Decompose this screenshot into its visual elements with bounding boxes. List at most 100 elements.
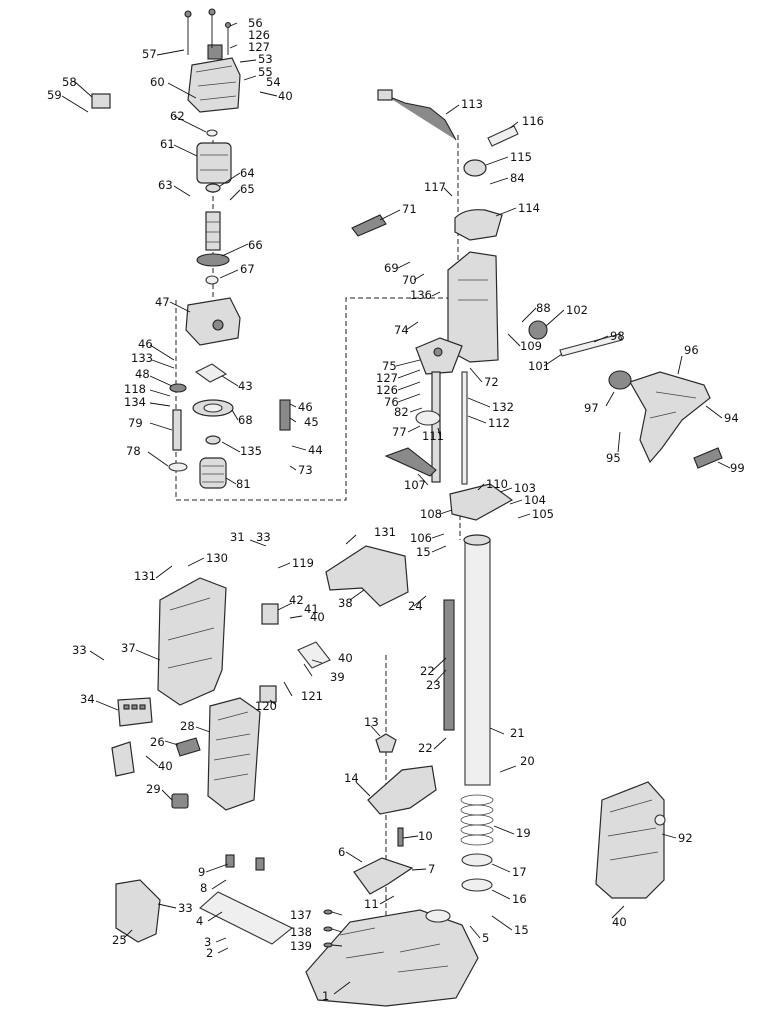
callout-116: 116 xyxy=(522,114,544,128)
callout-16: 16 xyxy=(512,892,527,906)
fork-6 xyxy=(353,857,414,895)
washer-78 xyxy=(168,462,188,472)
callout-139: 139 xyxy=(290,939,312,953)
button-26 xyxy=(175,737,201,757)
callout-130: 130 xyxy=(206,551,228,565)
callout-74: 74 xyxy=(394,323,409,337)
callout-110: 110 xyxy=(486,477,508,491)
lever-107 xyxy=(384,447,437,477)
callout-56: 56 xyxy=(248,16,263,30)
callout-82: 82 xyxy=(394,405,409,419)
callout-131-top: 131 xyxy=(374,525,396,539)
callout-106: 106 xyxy=(410,531,432,545)
callout-58: 58 xyxy=(62,75,77,89)
screws-top-56 xyxy=(184,8,232,55)
callout-107: 107 xyxy=(404,478,426,492)
callout-134: 134 xyxy=(124,395,146,409)
callout-20: 20 xyxy=(520,754,535,768)
callout-40-e: 40 xyxy=(612,915,627,929)
plate-39 xyxy=(297,641,331,669)
rod-112 xyxy=(461,371,468,485)
handle-94 xyxy=(629,371,711,464)
callout-57: 57 xyxy=(142,47,157,61)
callout-59: 59 xyxy=(47,88,62,102)
callout-5: 5 xyxy=(482,931,489,945)
side-panel-92 xyxy=(595,781,666,899)
brush-holder-120 xyxy=(259,685,277,703)
callout-112: 112 xyxy=(488,416,510,430)
callout-37: 37 xyxy=(121,641,136,655)
callout-43: 43 xyxy=(238,379,253,393)
callout-15-b: 15 xyxy=(514,923,529,937)
callout-97: 97 xyxy=(584,401,599,415)
bearing-67 xyxy=(205,275,219,285)
callout-121: 121 xyxy=(301,689,323,703)
plate-4 xyxy=(199,891,294,945)
bolts-9 xyxy=(225,854,265,871)
callout-46-right: 46 xyxy=(298,400,313,414)
callout-67: 67 xyxy=(240,262,255,276)
ring-77 xyxy=(415,410,441,426)
callout-78: 78 xyxy=(126,444,141,458)
callout-7: 7 xyxy=(428,862,435,876)
base-plate-1 xyxy=(305,909,479,1007)
callout-24: 24 xyxy=(408,599,423,613)
callout-72: 72 xyxy=(484,375,499,389)
callout-6: 6 xyxy=(338,845,345,859)
callout-84: 84 xyxy=(510,171,525,185)
callout-28: 28 xyxy=(180,719,195,733)
callout-95: 95 xyxy=(606,451,621,465)
callout-55: 55 xyxy=(258,65,273,79)
callout-127-top: 127 xyxy=(248,40,270,54)
callout-77: 77 xyxy=(392,425,407,439)
callout-63: 63 xyxy=(158,178,173,192)
cap-115 xyxy=(463,159,487,177)
callout-31: 31 xyxy=(230,530,245,544)
carriage-75 xyxy=(415,337,463,375)
ring-68 xyxy=(192,399,234,417)
callout-3: 3 xyxy=(204,935,211,949)
callout-96: 96 xyxy=(684,343,699,357)
callout-45: 45 xyxy=(304,415,319,429)
callout-99: 99 xyxy=(730,461,745,475)
callout-33-a: 33 xyxy=(256,530,271,544)
bracket-114 xyxy=(454,209,503,241)
collar-17 xyxy=(461,853,493,867)
callout-13: 13 xyxy=(364,715,379,729)
callout-22-a: 22 xyxy=(420,664,435,678)
callout-60: 60 xyxy=(150,75,165,89)
callout-11: 11 xyxy=(364,897,379,911)
armature-66 xyxy=(196,211,230,267)
grip-97 xyxy=(608,370,632,390)
callout-14: 14 xyxy=(344,771,359,785)
housing-37 xyxy=(157,577,227,706)
callout-53: 53 xyxy=(258,52,273,66)
pad-99 xyxy=(693,447,723,469)
callout-138: 138 xyxy=(290,925,312,939)
callout-47: 47 xyxy=(155,295,170,309)
callout-137: 137 xyxy=(290,908,312,922)
rack-23 xyxy=(443,599,455,731)
callout-135: 135 xyxy=(240,444,262,458)
stator-61 xyxy=(196,142,232,184)
callout-69: 69 xyxy=(384,261,399,275)
callout-114: 114 xyxy=(518,201,540,215)
callout-68: 68 xyxy=(238,413,253,427)
callout-109: 109 xyxy=(520,339,542,353)
callout-21: 21 xyxy=(510,726,525,740)
knob-102 xyxy=(528,320,548,340)
callout-111: 111 xyxy=(422,429,444,443)
callout-4: 4 xyxy=(196,914,203,928)
rack-bar-111 xyxy=(431,371,441,483)
cover-28 xyxy=(207,697,261,811)
knob-29 xyxy=(171,793,189,809)
motor-housing-part-60 xyxy=(187,44,241,113)
callout-98: 98 xyxy=(610,329,625,343)
callout-46-left: 46 xyxy=(138,337,153,351)
callout-19: 19 xyxy=(516,826,531,840)
knob-13 xyxy=(375,733,397,753)
collar-16 xyxy=(461,878,493,892)
callout-2: 2 xyxy=(206,946,213,960)
callout-133: 133 xyxy=(131,351,153,365)
spring-19 xyxy=(460,794,494,846)
